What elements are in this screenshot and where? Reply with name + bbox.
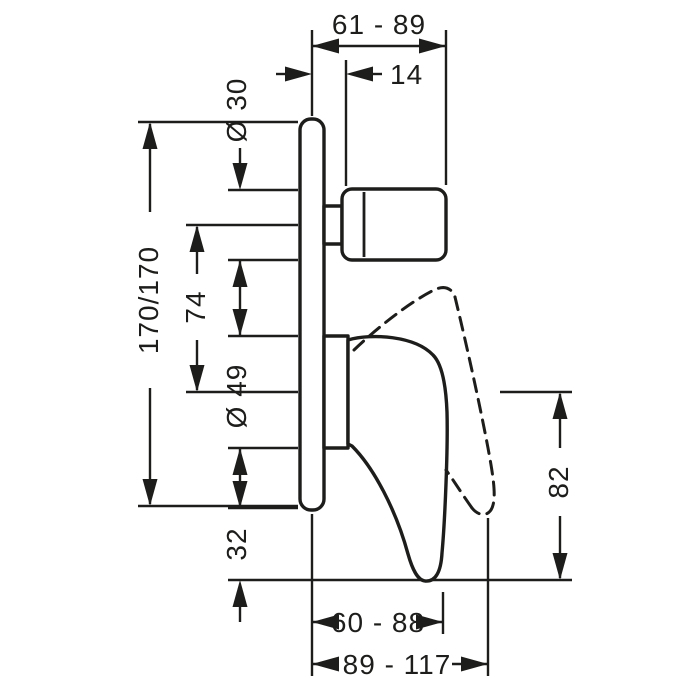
label-depth: 14 bbox=[390, 59, 423, 90]
label-bottom-width-min: 60 - 88 bbox=[331, 607, 425, 638]
label-handle-spacing: 74 bbox=[180, 290, 211, 323]
faceplate-side-view bbox=[298, 117, 326, 512]
arrowhead-right bbox=[416, 614, 443, 630]
arrowhead-down bbox=[232, 481, 248, 508]
arrowhead-up bbox=[552, 392, 568, 419]
arrowhead-up bbox=[142, 122, 158, 149]
lever-handle-open-back-edge bbox=[444, 468, 474, 510]
arrowhead-down bbox=[142, 479, 158, 506]
dimension-bottom-width-min: 60 - 88 bbox=[312, 607, 443, 638]
arrowhead-up bbox=[232, 580, 248, 607]
dimension-bottom-offset: 32 bbox=[221, 527, 252, 622]
mixer-body bbox=[298, 117, 496, 583]
arrowhead-up bbox=[232, 260, 248, 287]
dimension-bottom-width-max: 89 - 117 bbox=[312, 649, 488, 680]
lever-handle-open-top-edge bbox=[352, 286, 457, 352]
arrowhead-left bbox=[346, 66, 373, 82]
arrowhead-left bbox=[312, 614, 339, 630]
dimension-depth: 14 bbox=[276, 59, 423, 90]
arrowhead-down bbox=[552, 553, 568, 580]
label-knob-diameter: Ø 30 bbox=[221, 78, 252, 143]
control-knob bbox=[340, 187, 448, 262]
label-bottom-width-max: 89 - 117 bbox=[343, 649, 452, 680]
label-rosette-diameter: Ø 49 bbox=[221, 364, 252, 429]
label-top-width: 61 - 89 bbox=[332, 9, 426, 40]
dimension-rosette-diameter: Ø 49 bbox=[221, 364, 252, 508]
dimension-top-width: 61 - 89 bbox=[312, 9, 446, 54]
dimension-handle-spacing: 74 bbox=[180, 225, 211, 392]
dimension-knob-diameter: Ø 30 bbox=[221, 78, 252, 336]
arrowhead-down bbox=[189, 365, 205, 392]
label-bottom-offset: 32 bbox=[221, 527, 252, 560]
lever-handle-closed bbox=[346, 334, 449, 583]
dimension-plate-height: 170/170 bbox=[133, 122, 164, 506]
label-plate-height: 170/170 bbox=[133, 246, 164, 354]
label-lever-reach: 82 bbox=[543, 465, 574, 498]
arrowhead-down bbox=[232, 309, 248, 336]
arrowhead-right bbox=[461, 656, 488, 672]
knob-stem bbox=[322, 204, 344, 246]
arrowhead-right bbox=[285, 66, 312, 82]
lever-handle-open-right-edge bbox=[453, 295, 496, 516]
arrowhead-down bbox=[232, 163, 248, 190]
arrowhead-up bbox=[232, 448, 248, 475]
handle-rosette bbox=[322, 334, 350, 450]
arrowhead-right bbox=[419, 38, 446, 54]
arrowhead-up bbox=[189, 225, 205, 252]
arrowhead-left bbox=[312, 38, 339, 54]
dimension-lever-reach: 82 bbox=[543, 392, 574, 580]
arrowhead-left bbox=[312, 656, 339, 672]
